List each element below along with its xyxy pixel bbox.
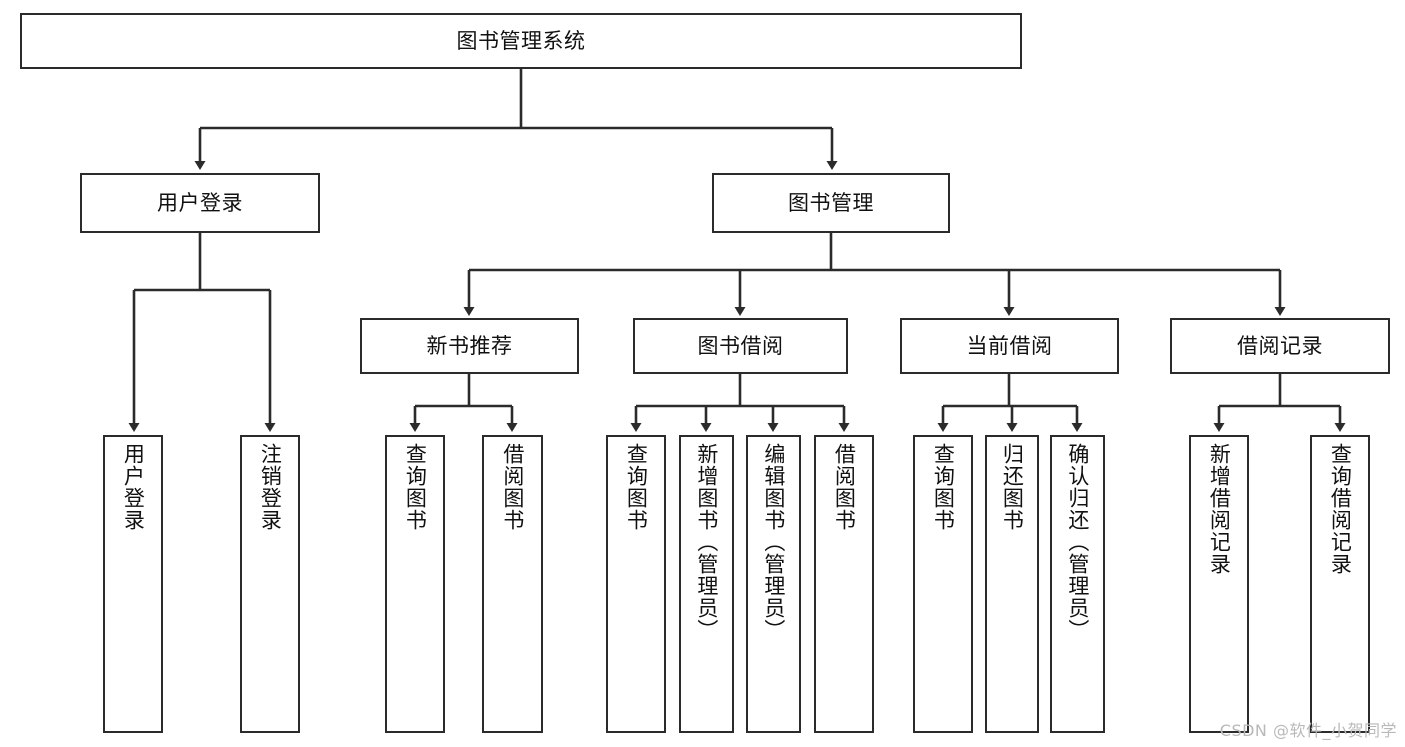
leaf-logout[interactable]: 注销登录 <box>240 435 300 733</box>
leaf-add-borrow-record-label: 新增借阅记录 <box>1207 443 1232 575</box>
node-root[interactable]: 图书管理系统 <box>20 13 1022 69</box>
leaf-confirm-return-admin[interactable]: 确认归还（管理员） <box>1050 435 1105 733</box>
node-new-book-recommend-label: 新书推荐 <box>426 333 513 358</box>
leaf-borrow-book-label: 借阅图书 <box>832 443 857 531</box>
node-root-label: 图书管理系统 <box>456 28 586 53</box>
leaf-return-book-label: 归还图书 <box>1000 443 1025 531</box>
leaf-query-book-recommend-label: 查询图书 <box>403 443 428 531</box>
leaf-user-login[interactable]: 用户登录 <box>103 435 163 733</box>
leaf-return-book[interactable]: 归还图书 <box>985 435 1039 733</box>
leaf-user-login-label: 用户登录 <box>121 443 146 531</box>
node-user-login[interactable]: 用户登录 <box>80 173 320 233</box>
node-borrow-record-label: 借阅记录 <box>1237 333 1323 358</box>
node-book-borrow-label: 图书借阅 <box>697 333 784 358</box>
leaf-edit-book-admin[interactable]: 编辑图书（管理员） <box>746 435 801 733</box>
leaf-logout-label: 注销登录 <box>258 443 283 531</box>
node-book-management-label: 图书管理 <box>788 190 874 215</box>
node-new-book-recommend[interactable]: 新书推荐 <box>360 318 579 374</box>
leaf-borrow-book[interactable]: 借阅图书 <box>814 435 874 733</box>
leaf-query-book-borrow[interactable]: 查询图书 <box>606 435 666 733</box>
leaf-add-book-admin-label: 新增图书（管理员） <box>694 443 719 641</box>
leaf-query-book-current-label: 查询图书 <box>931 443 956 531</box>
leaf-query-book-borrow-label: 查询图书 <box>624 443 649 531</box>
node-user-login-label: 用户登录 <box>157 190 243 215</box>
watermark: CSDN @软件_小贺同学 <box>1219 721 1397 740</box>
node-current-borrow[interactable]: 当前借阅 <box>900 318 1119 374</box>
node-borrow-record[interactable]: 借阅记录 <box>1170 318 1390 374</box>
leaf-add-borrow-record[interactable]: 新增借阅记录 <box>1189 435 1249 733</box>
leaf-add-book-admin[interactable]: 新增图书（管理员） <box>679 435 734 733</box>
node-current-borrow-label: 当前借阅 <box>966 333 1053 358</box>
node-book-borrow[interactable]: 图书借阅 <box>633 318 848 374</box>
leaf-confirm-return-admin-label: 确认归还（管理员） <box>1065 443 1090 641</box>
leaf-borrow-book-recommend-label: 借阅图书 <box>500 443 525 531</box>
leaf-edit-book-admin-label: 编辑图书（管理员） <box>761 443 786 641</box>
leaf-query-borrow-record[interactable]: 查询借阅记录 <box>1310 435 1370 733</box>
leaf-query-book-recommend[interactable]: 查询图书 <box>385 435 445 733</box>
leaf-query-book-current[interactable]: 查询图书 <box>913 435 973 733</box>
node-book-management[interactable]: 图书管理 <box>712 173 950 233</box>
leaf-query-borrow-record-label: 查询借阅记录 <box>1328 443 1353 575</box>
leaf-borrow-book-recommend[interactable]: 借阅图书 <box>482 435 543 733</box>
